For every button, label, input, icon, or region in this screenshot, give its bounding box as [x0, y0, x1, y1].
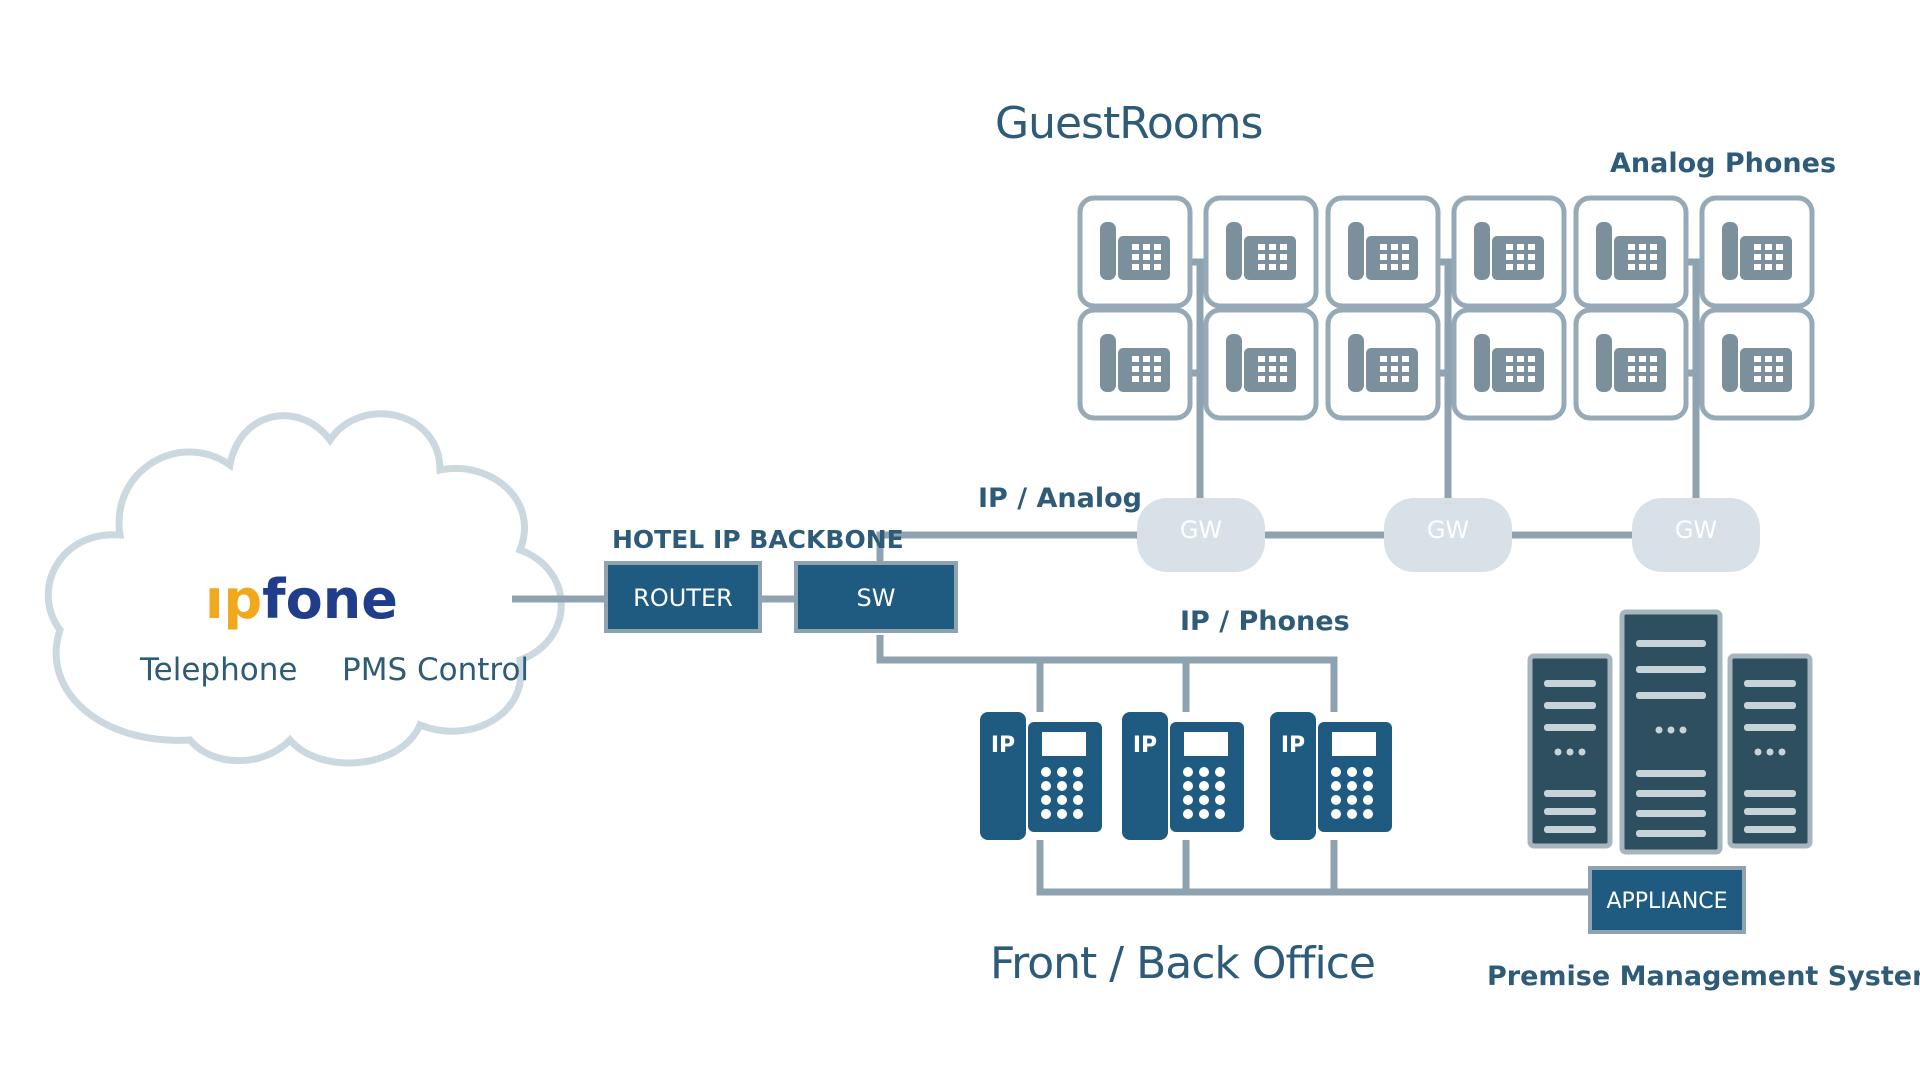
server-rack-group: [1527, 609, 1813, 855]
guestrooms-title: GuestRooms: [995, 98, 1262, 149]
analog-phone-icon: [1325, 307, 1441, 421]
analog-phone-icon: [1451, 307, 1567, 421]
ipfone-logo: ıpfone: [205, 568, 398, 631]
router-box: ROUTER: [604, 561, 762, 633]
switch-box: SW: [794, 561, 958, 633]
analog-phone-icon: [1325, 195, 1441, 309]
logo-fone: fone: [262, 568, 398, 631]
analog-phone-icon: [1203, 195, 1319, 309]
analog-phone-icon: [1699, 307, 1815, 421]
ip-badge: IP: [1133, 733, 1157, 758]
pms-control-label: PMS Control: [342, 652, 529, 688]
cloud: [44, 410, 565, 767]
appliance-box: APPLIANCE: [1588, 866, 1746, 934]
ip-badge: IP: [991, 733, 1015, 758]
analog-phone-icon: [1203, 307, 1319, 421]
gateway-1-label: GW: [1180, 516, 1222, 544]
logo-ip: ıp: [205, 568, 262, 631]
ip-phones-label: IP / Phones: [1180, 606, 1350, 637]
ip-analog-label: IP / Analog: [978, 483, 1142, 514]
router-label: ROUTER: [633, 584, 733, 612]
analog-phones-label: Analog Phones: [1610, 148, 1836, 179]
analog-phone-icon: [1077, 307, 1193, 421]
ip-badge: IP: [1281, 733, 1305, 758]
appliance-label: APPLIANCE: [1606, 889, 1727, 914]
analog-phone-grid: [1077, 195, 1815, 421]
pms-title: Premise Management System: [1487, 961, 1920, 992]
gateway-3: GW: [1632, 498, 1760, 572]
analog-phone-icon: [1699, 195, 1815, 309]
gateway-3-label: GW: [1675, 516, 1717, 544]
analog-phone-icon: [1451, 195, 1567, 309]
ip-phone-group: IP IP IP: [980, 712, 1392, 840]
gateway-2: GW: [1384, 498, 1512, 572]
analog-phone-icon: [1077, 195, 1193, 309]
gateway-2-label: GW: [1427, 516, 1469, 544]
analog-phone-icon: [1573, 195, 1689, 309]
ip-phone-icon: IP: [1270, 712, 1392, 840]
backbone-label: HOTEL IP BACKBONE: [612, 525, 904, 554]
gateway-1: GW: [1137, 498, 1265, 572]
switch-label: SW: [857, 584, 896, 612]
office-title: Front / Back Office: [990, 938, 1375, 989]
ip-phone-icon: IP: [980, 712, 1102, 840]
analog-phone-icon: [1573, 307, 1689, 421]
telephone-label: Telephone: [139, 652, 297, 688]
ip-phone-icon: IP: [1122, 712, 1244, 840]
